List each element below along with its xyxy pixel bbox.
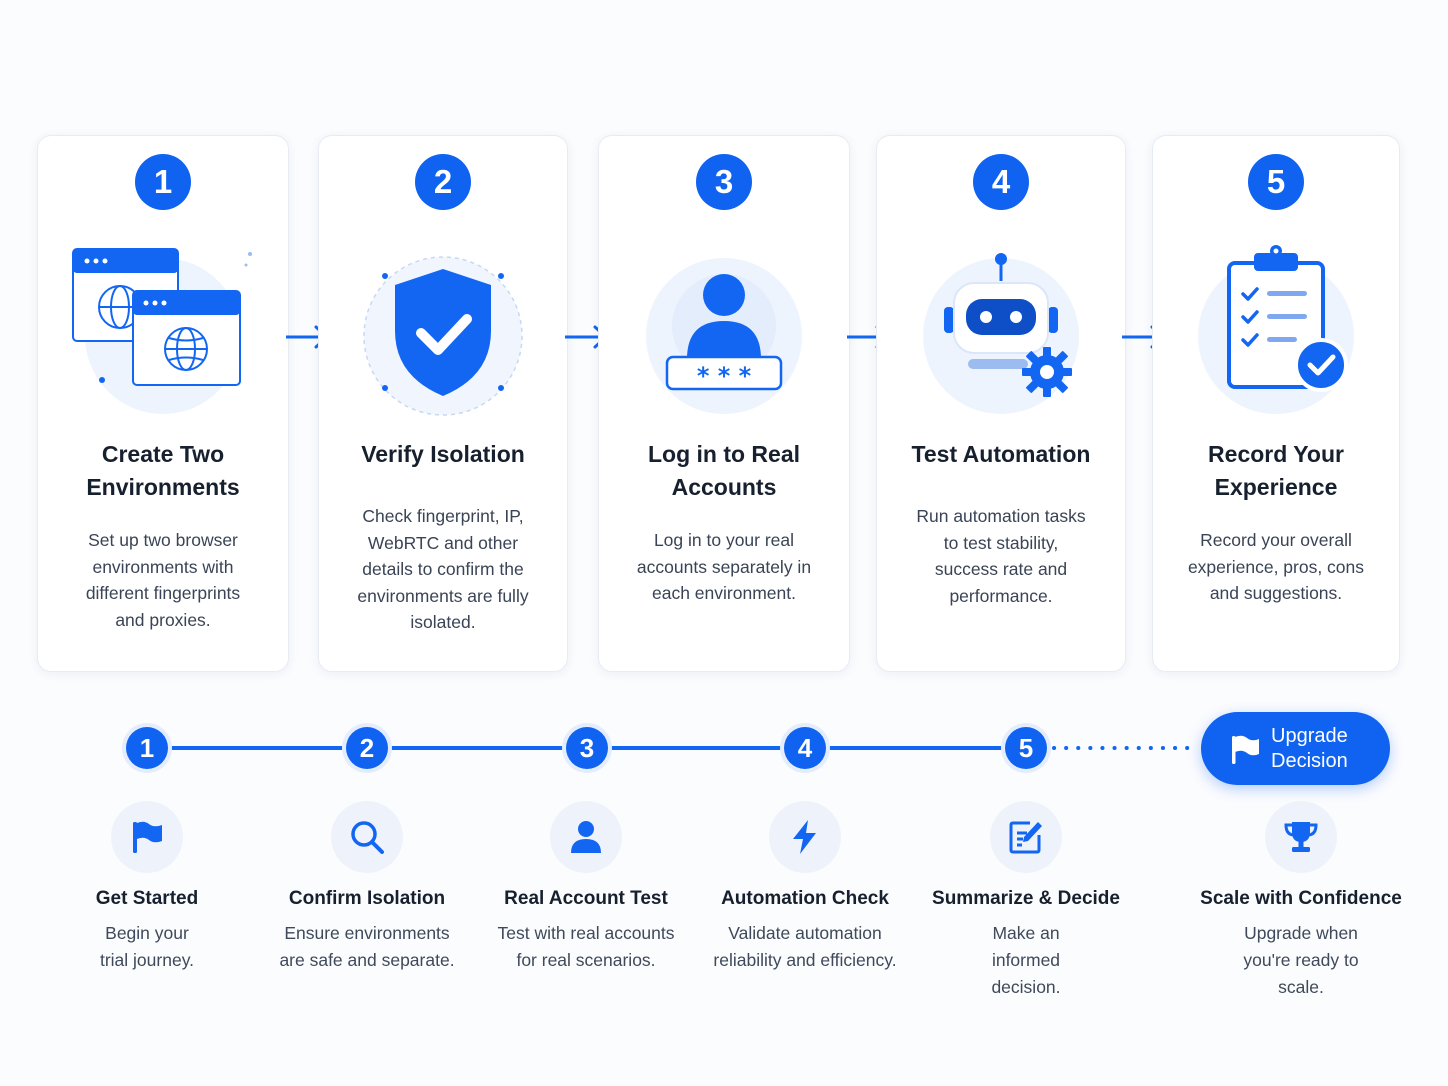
- step-card-3: 3 * * * Log in to Real Accounts Log in t…: [598, 135, 850, 672]
- step-description: Run automation tasks to test stability, …: [916, 506, 1086, 606]
- timeline-number-4: 4: [784, 727, 826, 769]
- step-number-badge: 5: [1248, 154, 1304, 210]
- upgrade-decision-label: Upgrade Decision: [1271, 725, 1348, 772]
- timeline-number-2: 2: [346, 727, 388, 769]
- user-icon: [571, 821, 601, 853]
- step-card-1: 1 Create Two Environments Set up two bro…: [37, 135, 289, 672]
- step-description: Log in to your real accounts separately …: [636, 530, 812, 603]
- step-card-2: 2 Verify Isolation Check fingerprint, IP…: [318, 135, 568, 672]
- final-milestone-description: Upgrade when you're ready to scale.: [1243, 923, 1359, 997]
- timeline-dotted-connector: [1052, 746, 1200, 750]
- milestone-title: Summarize & Decide: [932, 888, 1120, 909]
- step-title: Record Your Experience: [1208, 441, 1344, 500]
- milestone-icon-3: [550, 801, 622, 873]
- clipboard-checklist-icon: [1198, 245, 1354, 414]
- timeline-number-3: 3: [566, 727, 608, 769]
- lightning-icon: [793, 820, 816, 854]
- milestone-description: Ensure environments are safe and separat…: [279, 923, 455, 970]
- step-description: Record your overall experience, pros, co…: [1187, 530, 1365, 603]
- upgrade-decision-button[interactable]: Upgrade Decision: [1201, 712, 1390, 785]
- shield-check-icon: [363, 256, 523, 416]
- milestone-icon-6: [1265, 801, 1337, 873]
- browser-windows-globe-icon: [72, 248, 252, 414]
- trophy-icon: [1284, 822, 1318, 852]
- timeline-number-5: 5: [1005, 727, 1047, 769]
- search-icon: [351, 821, 384, 854]
- step-description: Set up two browser environments with dif…: [85, 530, 241, 630]
- step-title: Create Two Environments: [86, 441, 240, 500]
- step-title: Test Automation: [911, 441, 1091, 467]
- step-card-4: 4 Test Automation Run automation tasks t…: [876, 135, 1126, 672]
- milestone-icon-5: [990, 801, 1062, 873]
- milestone-icon-4: [769, 801, 841, 873]
- step-card-5: 5 Record Your Experience Record your ove…: [1152, 135, 1400, 672]
- milestone-title: Automation Check: [721, 888, 889, 909]
- final-milestone-title: Scale with Confidence: [1200, 888, 1402, 909]
- milestone-description: Validate automation reliability and effi…: [713, 923, 897, 970]
- step-number-badge: 4: [973, 154, 1029, 210]
- milestone-title: Get Started: [95, 888, 199, 909]
- milestone-description: Make an informed decision.: [991, 923, 1061, 997]
- milestone-description: Begin your trial journey.: [99, 923, 195, 970]
- milestone-title: Confirm Isolation: [288, 888, 446, 909]
- milestone-description: Test with real accounts for real scenari…: [497, 923, 675, 970]
- step-number-badge: 2: [415, 154, 471, 210]
- step-number-badge: 1: [135, 154, 191, 210]
- edit-icon: [1009, 821, 1042, 854]
- timeline-number-1: 1: [126, 727, 168, 769]
- step-title: Log in to Real Accounts: [647, 441, 801, 500]
- step-title: Verify Isolation: [361, 441, 525, 467]
- milestone-icon-2: [331, 801, 403, 873]
- flag-icon: [1232, 735, 1259, 764]
- robot-gear-icon: [923, 253, 1079, 414]
- svg-text:* * *: * * *: [697, 362, 752, 390]
- flag-icon: [133, 821, 162, 853]
- step-description: Check fingerprint, IP, WebRTC and other …: [357, 506, 529, 632]
- milestone-title: Real Account Test: [504, 888, 668, 909]
- step-number-badge: 3: [696, 154, 752, 210]
- user-password-icon: * * *: [646, 258, 802, 414]
- milestone-icon-1: [111, 801, 183, 873]
